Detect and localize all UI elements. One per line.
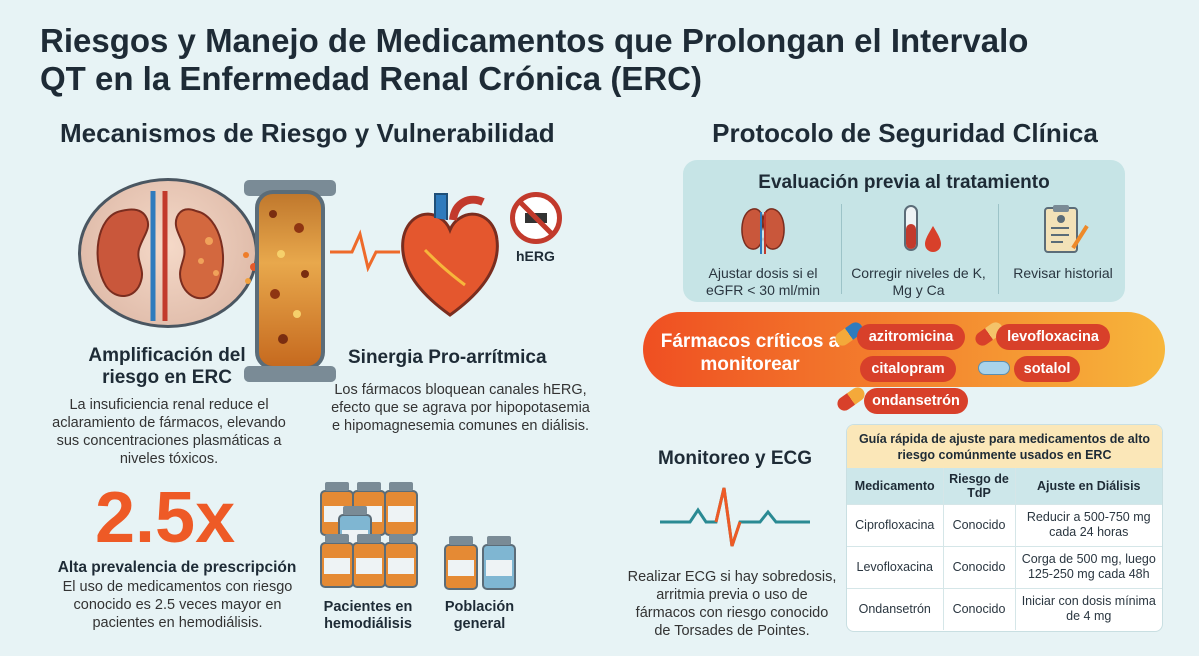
bottle-icon xyxy=(384,534,418,588)
table-cell: Conocido xyxy=(942,587,1015,630)
bottle-icon xyxy=(482,536,516,590)
table-header-ajuste: Ajuste en Diálisis xyxy=(1014,468,1162,504)
herg-label: hERG xyxy=(516,248,555,264)
table-cell: Corga de 500 mg, luego 125-250 mg cada 4… xyxy=(1014,545,1162,588)
prevalence-big-number: 2.5x xyxy=(95,478,236,558)
monitoring-heading: Monitoreo y ECG xyxy=(657,448,813,469)
toxic-particles-icon xyxy=(269,210,309,344)
general-bottles-illustration xyxy=(440,536,520,595)
vessel-cap-bottom xyxy=(244,366,336,382)
table-cell: Conocido xyxy=(942,503,1015,546)
dose-adjustment-table: Guía rápida de ajuste para medicamentos … xyxy=(846,424,1163,632)
general-group-label: Población general xyxy=(444,599,515,632)
amplification-heading: Amplificación del riesgo en ERC xyxy=(88,345,246,388)
table-title: Guía rápida de ajuste para medicamentos … xyxy=(847,425,1162,468)
capsule-icon xyxy=(834,384,868,414)
kidney-icon xyxy=(741,208,785,254)
drug-pill-ondansetron: ondansetrón xyxy=(864,388,968,414)
ecg-waveform-icon xyxy=(660,487,810,547)
table-cell: Iniciar con dosis mínima de 4 mg xyxy=(1014,587,1162,630)
table-row: Ondansetrón Conocido Iniciar con dosis m… xyxy=(847,587,1162,630)
clipboard-icon xyxy=(1044,205,1089,253)
evaluation-item-text: Corregir niveles de K, Mg y Ca xyxy=(851,265,986,298)
bottle-icon xyxy=(384,482,418,536)
evaluation-title: Evaluación previa al tratamiento xyxy=(758,172,1050,193)
amplification-body: La insuficiencia renal reduce el aclaram… xyxy=(52,397,286,467)
evaluation-item-text: Ajustar dosis si el eGFR < 30 ml/min xyxy=(706,265,820,298)
heart-icon xyxy=(401,193,499,317)
evaluation-panel: Evaluación previa al tratamiento Ajustar… xyxy=(683,160,1125,302)
table-row: Ciprofloxacina Conocido Reducir a 500-75… xyxy=(847,503,1162,546)
divider xyxy=(998,204,999,294)
drug-pill-citalopram: citalopram xyxy=(860,356,956,382)
critical-drugs-label: Fármacos críticos a monitorear xyxy=(660,331,840,375)
dialysis-bottles-illustration xyxy=(318,480,418,592)
evaluation-item: Corregir niveles de K, Mg y Ca xyxy=(851,204,986,299)
drug-pill-sotalol: sotalol xyxy=(1014,356,1080,382)
divider xyxy=(841,204,842,294)
section-title-protocol: Protocolo de Seguridad Clínica xyxy=(712,118,1098,148)
synergy-body: Los fármacos bloquean canales hERG, efec… xyxy=(331,382,590,434)
dialysis-group-label: Pacientes en hemodiálisis xyxy=(323,599,413,632)
bottle-icon xyxy=(444,536,478,590)
bottle-icon xyxy=(320,534,354,588)
evaluation-item: Ajustar dosis si el eGFR < 30 ml/min xyxy=(693,204,833,299)
drug-pill-levofloxacina: levofloxacina xyxy=(996,324,1110,350)
table-row: Levofloxacina Conocido Corga de 500 mg, … xyxy=(847,545,1162,588)
no-herg-icon xyxy=(510,192,562,244)
table-header-medicamento: Medicamento xyxy=(847,468,943,504)
tablet-icon xyxy=(978,361,1010,375)
table-cell: Ciprofloxacina xyxy=(847,503,943,546)
monitoring-body: Realizar ECG si hay sobredosis, arritmia… xyxy=(627,569,837,639)
table-header-riesgo: Riesgo de TdP xyxy=(942,468,1015,504)
kidney-illustration xyxy=(78,178,258,328)
drug-pill-azitromicina: azitromicina xyxy=(857,324,965,350)
evaluation-item-text: Revisar historial xyxy=(1013,265,1113,281)
page-title: Riesgos y Manejo de Medicamentos que Pro… xyxy=(40,22,1029,97)
table: Medicamento Riesgo de TdP Ajuste en Diál… xyxy=(847,468,1162,630)
table-cell: Reducir a 500-750 mg cada 24 horas xyxy=(1014,503,1162,546)
pulse-line-icon xyxy=(330,229,400,272)
table-cell: Conocido xyxy=(942,545,1015,588)
prevalence-heading: Alta prevalencia de prescripción xyxy=(57,559,297,576)
blood-vessel-illustration xyxy=(255,190,325,370)
section-title-mechanisms: Mecanismos de Riesgo y Vulnerabilidad xyxy=(60,118,555,148)
prevalence-body: El uso de medicamentos con riesgo conoci… xyxy=(62,579,293,631)
synergy-heading: Sinergia Pro-arrítmica xyxy=(348,347,547,368)
blood-test-icon xyxy=(903,205,941,252)
bottle-icon xyxy=(352,534,386,588)
kidney-icon xyxy=(96,191,224,321)
table-cell: Levofloxacina xyxy=(847,545,943,588)
evaluation-item: Revisar historial xyxy=(1003,204,1123,282)
table-cell: Ondansetrón xyxy=(847,587,943,630)
